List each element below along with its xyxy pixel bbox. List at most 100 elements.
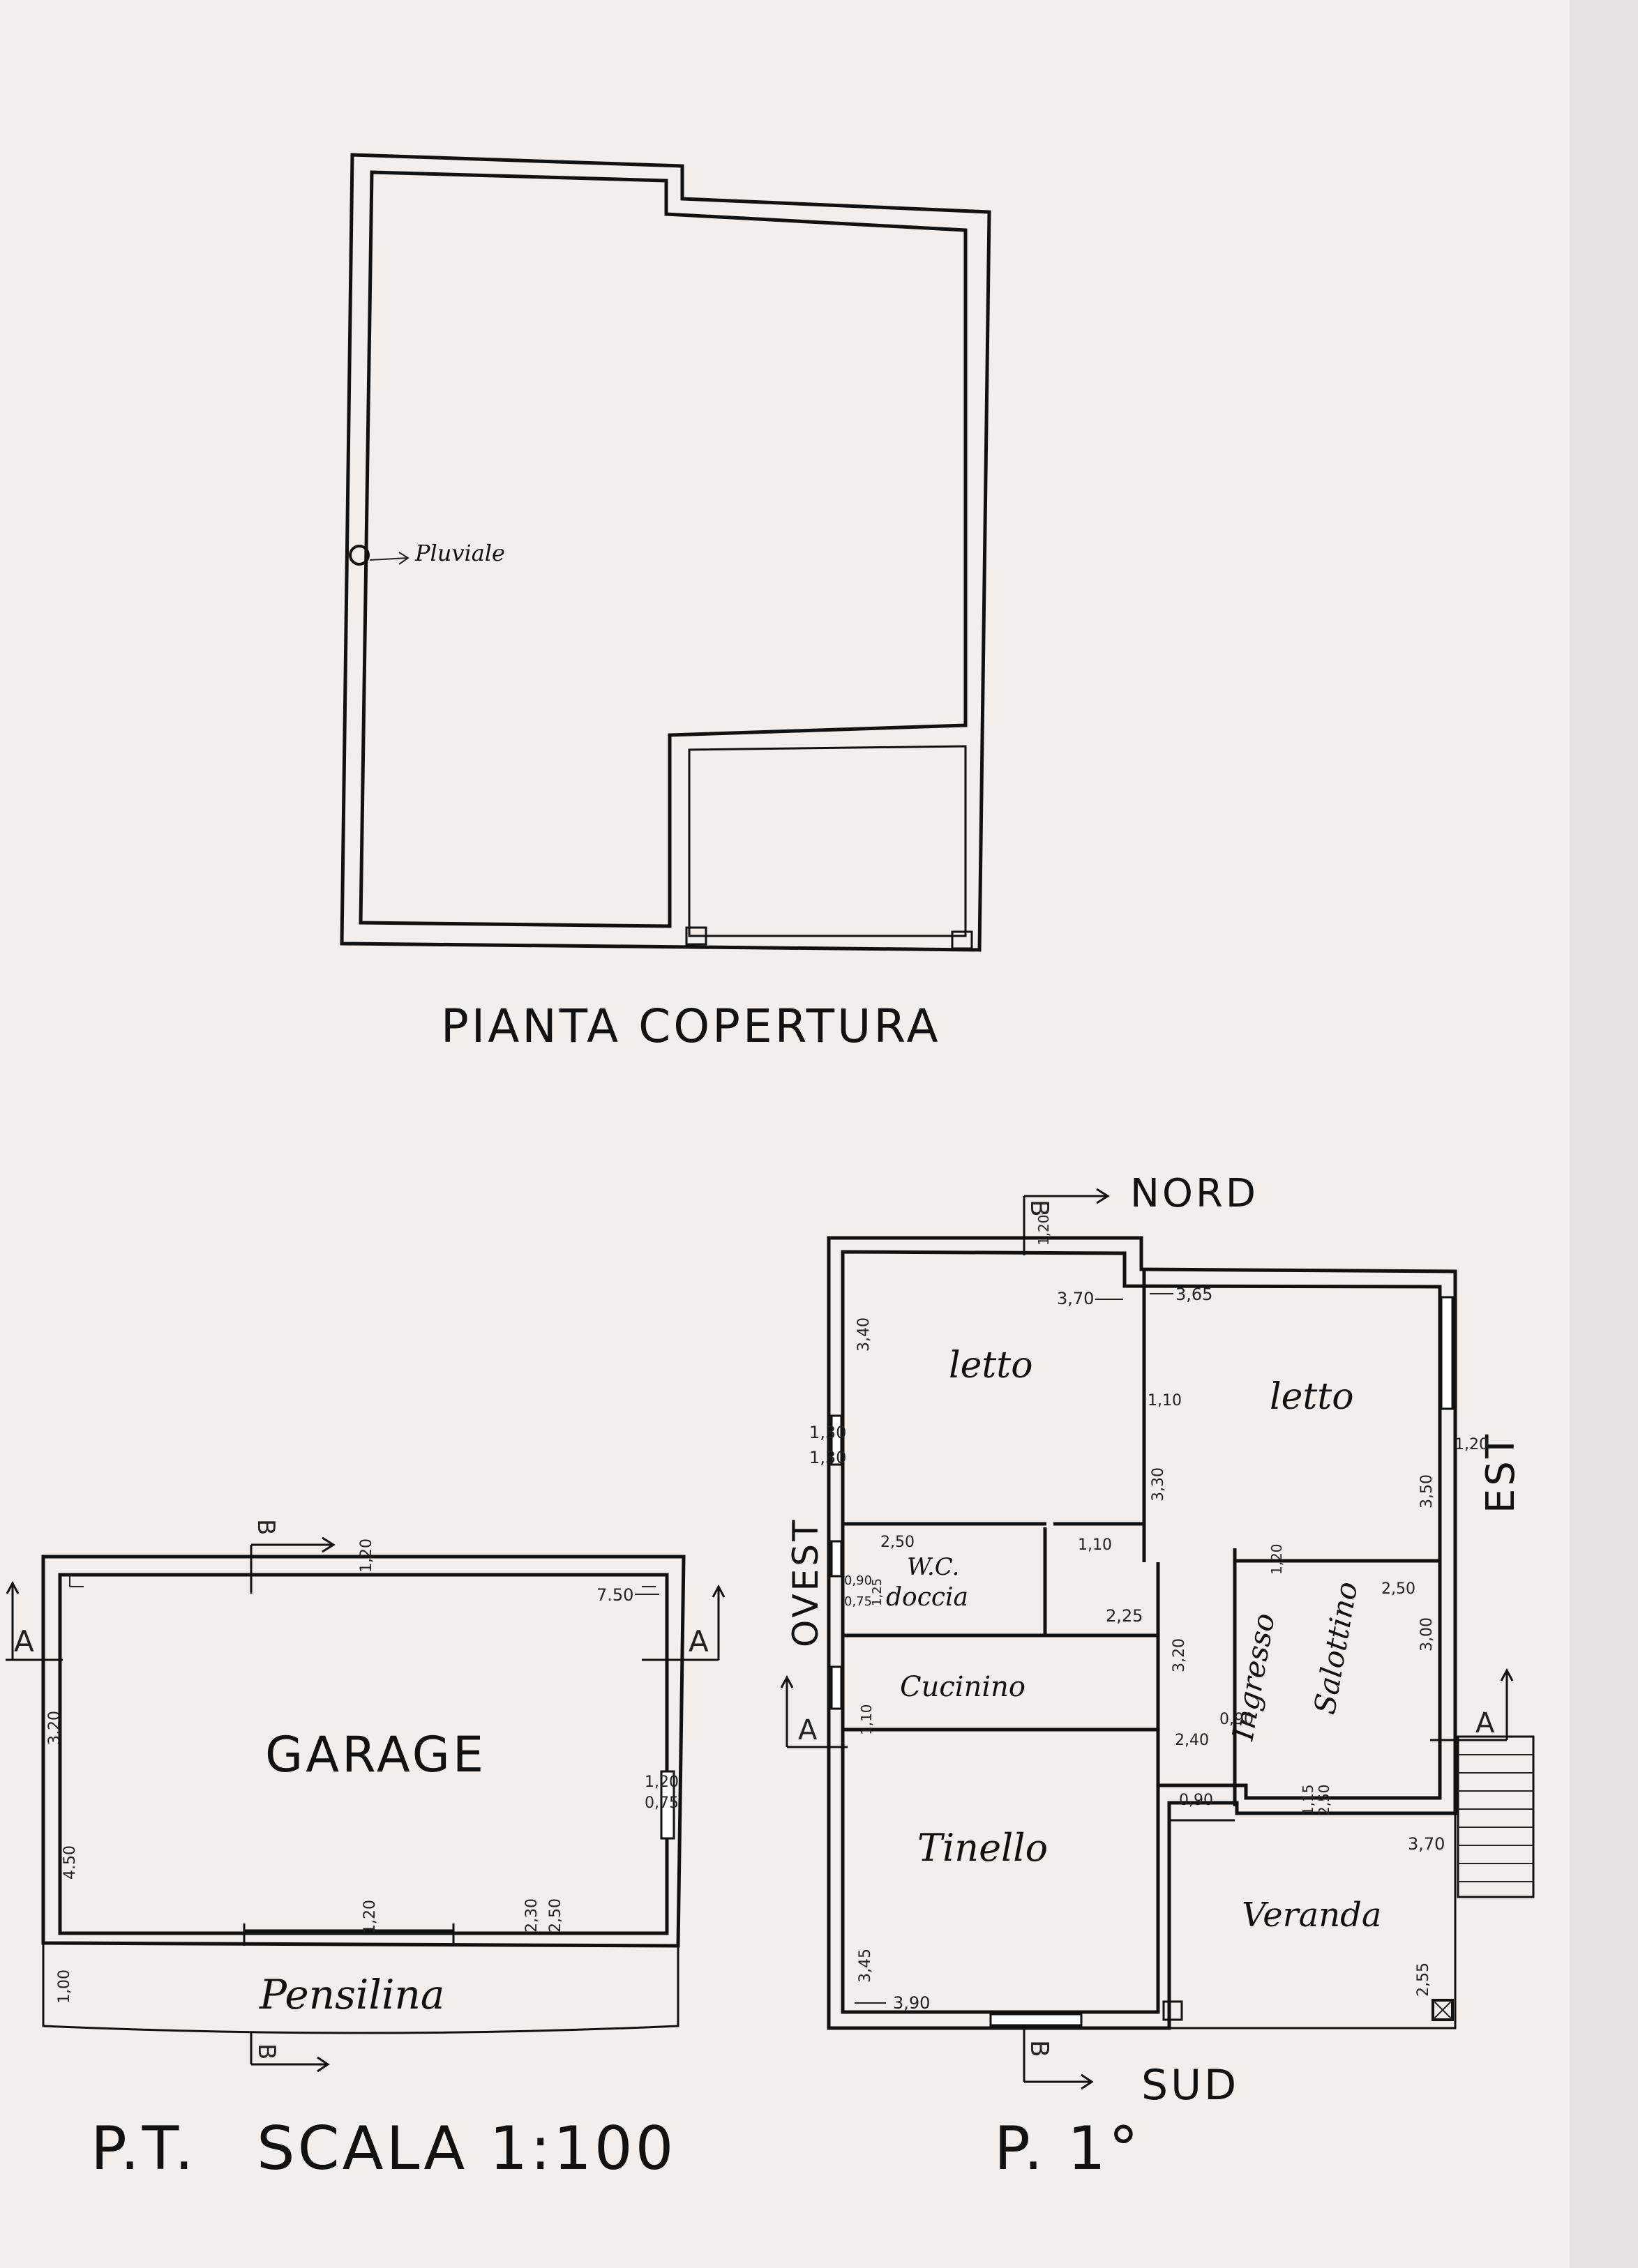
dim-ff-13: 0,90 — [844, 1573, 872, 1588]
dim-ff-29: 3,90 — [893, 1993, 930, 2013]
section-a-right-arrow — [642, 1584, 726, 1661]
dim-ff-9: 3,30 — [1150, 1467, 1167, 1502]
window-w3 — [830, 1665, 843, 1710]
ff-inner-wall — [841, 1250, 1442, 2014]
downpipe-icon — [349, 545, 370, 566]
corner-detail-right — [951, 930, 973, 950]
compass-south: SUD — [1141, 2061, 1239, 2110]
window-s1 — [989, 2013, 1083, 2027]
window-w2 — [830, 1540, 843, 1578]
ff-section-b-bottom: B — [1025, 2040, 1053, 2057]
dim-ff-19: 3,20 — [1171, 1638, 1188, 1672]
room-bed1: letto — [949, 1345, 1033, 1386]
section-b-bottom-arrow — [250, 2033, 330, 2073]
dim-ff-25: 1,15 — [1300, 1784, 1316, 1815]
roof-outline-inner — [359, 170, 968, 928]
dim-gf-4: 4.50 — [61, 1845, 79, 1880]
compass-north: NORD — [1130, 1171, 1258, 1216]
dim-ff-24: 0,90 — [1179, 1792, 1213, 1809]
dim-ff-22: 0,90 — [1219, 1711, 1254, 1728]
ff-section-a-right: A — [1475, 1707, 1495, 1739]
north-arrow-icon — [1024, 1188, 1110, 1204]
compass-east: EST — [1478, 1432, 1524, 1513]
section-b-bottom-label: B — [253, 2043, 280, 2059]
dim-ff-30: 2,55 — [1415, 1963, 1432, 1997]
section-a-left-label: A — [14, 1624, 34, 1658]
ground-floor-plan: B B A A 1,20 7.50 3,20 4.50 1,20 2,30 2,… — [6, 1519, 726, 2184]
ground-floor-title: P.T. — [91, 2114, 196, 2184]
room-dining: Tinello — [917, 1826, 1048, 1870]
dim-ff-11: 2,50 — [880, 1534, 915, 1551]
dim-gf-7: 2,50 — [547, 1898, 564, 1933]
dim-ff-15: 1,25 — [870, 1578, 885, 1606]
scale-label: SCALA 1:100 — [257, 2114, 676, 2184]
dim-ff-7: 1,10 — [1148, 1392, 1182, 1409]
corner-ticks — [69, 1575, 656, 1587]
first-floor-plan: NORD EST OVEST SUD B B A A letto letto W… — [780, 1171, 1535, 2184]
ff-outer-wall — [827, 1236, 1457, 2030]
garage-inner-wall — [58, 1573, 669, 1935]
section-b-bottom-arrow — [1023, 2028, 1094, 2090]
room-living: Salottino — [1307, 1579, 1365, 1717]
dim-ff-27: 3,70 — [1408, 1834, 1445, 1854]
room-kitchenette: Cucinino — [900, 1671, 1025, 1703]
dim-ff-2: 3,70 — [1057, 1289, 1094, 1308]
ff-section-a-left: A — [798, 1714, 818, 1746]
downpipe-label: Pluviale — [414, 540, 505, 566]
room-wc: W.C. — [907, 1553, 959, 1581]
dim-ff-8: 1,20 — [1455, 1436, 1489, 1453]
roof-plan: Pluviale PIANTA COPERTURA — [340, 153, 991, 1053]
roof-outline-outer — [340, 153, 991, 952]
dim-ff-20: 3,00 — [1418, 1617, 1436, 1651]
dim-gf-10: 0,75 — [645, 1794, 679, 1812]
roof-inner-step — [688, 745, 967, 937]
canopy-label: Pensilina — [259, 1971, 444, 2018]
corner-detail-left — [685, 926, 707, 946]
section-a-right-label: A — [689, 1624, 709, 1658]
pillar-right — [1432, 1999, 1454, 2021]
first-floor-title: P. 1° — [994, 2114, 1141, 2184]
dim-ff-14: 0,75 — [844, 1594, 872, 1609]
dim-ff-18: 2,50 — [1381, 1580, 1415, 1598]
garage-window — [660, 1770, 675, 1840]
window-e1 — [1440, 1296, 1454, 1410]
dim-ff-21: 1,10 — [858, 1704, 875, 1735]
ff-veranda-outline — [1169, 1813, 1457, 2029]
dim-gf-9: 1,20 — [645, 1774, 679, 1791]
garage-label: GARAGE — [265, 1726, 486, 1783]
garage-door-opening — [243, 1923, 455, 1946]
pillar-left — [1162, 2000, 1183, 2021]
dim-ff-3: 3,65 — [1175, 1285, 1212, 1304]
dim-gf-5: 1,20 — [361, 1900, 379, 1934]
room-bed2: letto — [1270, 1376, 1354, 1418]
dim-gf-8: 1,00 — [56, 1970, 73, 2004]
dim-ff-1: 1,20 — [1035, 1214, 1052, 1246]
section-a-right-arrow — [1430, 1668, 1514, 1741]
section-b-top-arrow — [250, 1536, 336, 1594]
roof-plan-title: PIANTA COPERTURA — [441, 999, 941, 1053]
dim-gf-2: 7.50 — [596, 1585, 633, 1605]
entry-stairs — [1457, 1735, 1535, 1898]
room-shower: doccia — [886, 1583, 968, 1612]
dim-ff-16: 1,20 — [1268, 1543, 1285, 1575]
paper-edge-shade — [1570, 0, 1638, 2268]
dim-ff-23: 2,40 — [1175, 1732, 1209, 1749]
dim-ff-28: 3,45 — [857, 1949, 874, 1983]
dim-gf-3: 3,20 — [46, 1711, 63, 1745]
section-a-left-arrow — [6, 1580, 63, 1661]
dim-ff-17: 2,25 — [1106, 1606, 1143, 1626]
room-veranda: Veranda — [1242, 1896, 1381, 1935]
pillar-right-cross — [1432, 1999, 1453, 2020]
dim-ff-4: 3,40 — [855, 1317, 873, 1352]
dim-ff-6: 1,30 — [809, 1448, 846, 1467]
section-a-left-arrow — [780, 1674, 848, 1748]
ff-partition-living — [1233, 1548, 1440, 1806]
dim-ff-12: 1,10 — [1078, 1536, 1112, 1554]
dim-ff-5: 1,30 — [809, 1423, 846, 1442]
dim-ff-26: 2,50 — [1316, 1784, 1332, 1815]
dim-gf-6: 2,30 — [523, 1898, 541, 1933]
dim-gf-1: 1,20 — [358, 1539, 375, 1573]
dim-ff-10: 3,50 — [1418, 1474, 1436, 1509]
compass-west: OVEST — [786, 1517, 826, 1647]
window-w1 — [830, 1414, 843, 1466]
